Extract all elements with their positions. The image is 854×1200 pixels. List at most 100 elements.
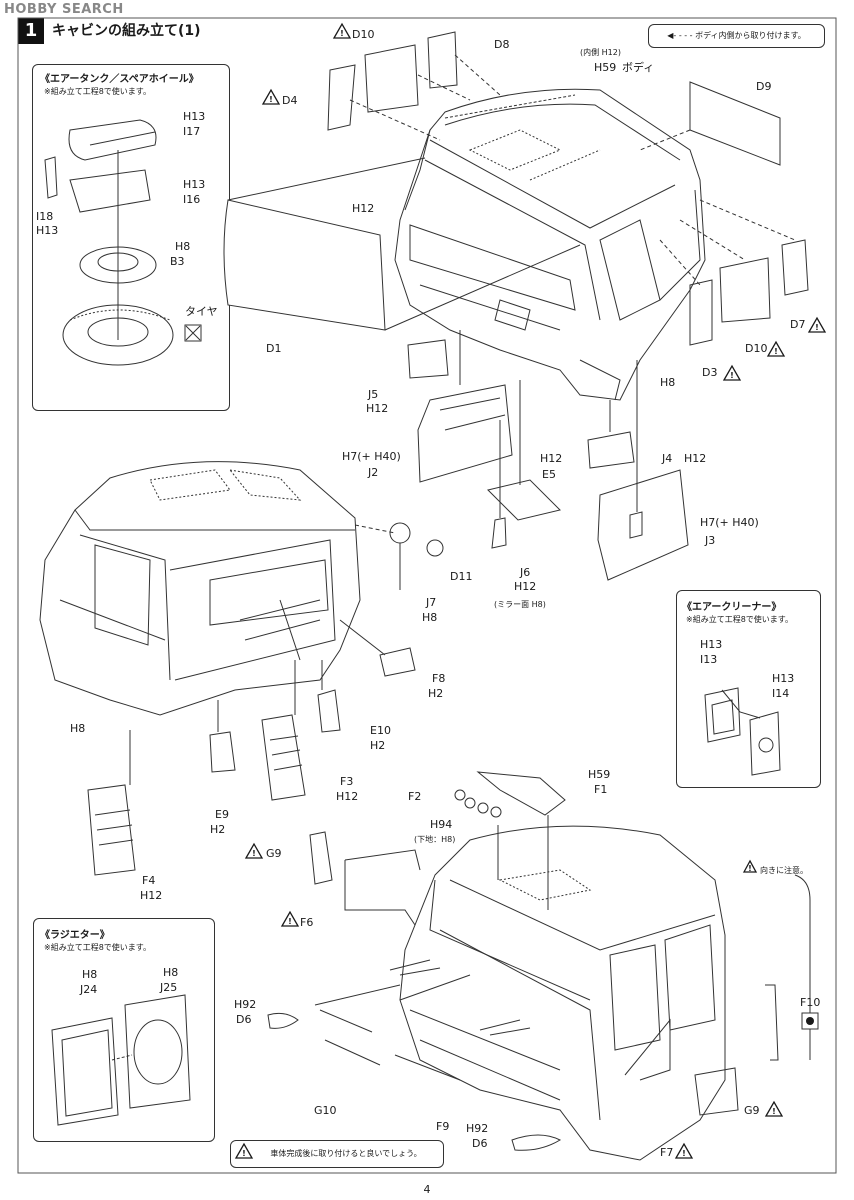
label-j2: J2	[368, 466, 379, 479]
cab-body-middle	[39, 461, 361, 716]
inset-air-tank-note: ※組み立て工程8で使います。	[44, 87, 151, 96]
label-h92-a: H92	[234, 998, 257, 1011]
label-h8-rad-a: H8	[82, 968, 98, 981]
legend-inside-mount: ◀- - - - ボディ内側から取り付けます。	[648, 24, 825, 48]
watermark-logo: HOBBY SEARCH	[4, 2, 124, 17]
svg-text:!: !	[774, 347, 778, 356]
svg-text:!: !	[252, 849, 256, 858]
radiator-drawing	[51, 994, 191, 1126]
label-j7: J7	[426, 596, 437, 609]
label-h12-f: H12	[336, 790, 359, 803]
label-h94: H94	[430, 818, 453, 831]
label-e5: E5	[542, 468, 556, 481]
label-j3: J3	[705, 534, 716, 547]
label-h8-c: H8	[70, 722, 86, 735]
label-h2-c: H2	[210, 823, 226, 836]
svg-text:!: !	[748, 864, 752, 873]
air-tank-drawing	[44, 119, 202, 366]
svg-text:!: !	[269, 95, 273, 104]
bottom-note: 車体完成後に取り付けると良いでしょう。	[230, 1140, 444, 1168]
svg-text:!: !	[730, 371, 734, 380]
label-f2: F2	[408, 790, 422, 803]
label-d3: D3	[702, 366, 718, 379]
label-undercoat: (下地：H8)	[414, 835, 456, 844]
label-h2-a: H2	[428, 687, 444, 700]
label-d11: D11	[450, 570, 473, 583]
label-b3: B3	[170, 255, 185, 268]
inset-radiator-note: ※組み立て工程8で使います。	[44, 943, 151, 952]
label-h13-a: H13	[183, 110, 206, 123]
label-h8-a: H8	[660, 376, 676, 389]
label-h8-b: H8	[422, 611, 438, 624]
svg-text:!: !	[288, 917, 292, 926]
label-d1: D1	[266, 342, 282, 355]
label-h12-c: H12	[540, 452, 563, 465]
label-j25: J25	[160, 981, 178, 994]
label-d6-a: D6	[236, 1013, 252, 1026]
label-h13-ac-a: H13	[700, 638, 723, 651]
bottom-note-text: 車体完成後に取り付けると良いでしょう。	[270, 1149, 422, 1158]
label-f8: F8	[432, 672, 446, 685]
label-h13-c: H13	[36, 224, 59, 237]
label-e10: E10	[370, 724, 391, 737]
label-d6-b: D6	[472, 1137, 488, 1150]
label-d7: D7	[790, 318, 806, 331]
label-i14: I14	[772, 687, 790, 700]
cab-body-bottom	[399, 825, 726, 1161]
label-j4: J4	[662, 452, 673, 465]
svg-text:!: !	[242, 1149, 246, 1158]
label-j5: J5	[368, 388, 379, 401]
svg-text:!: !	[682, 1149, 686, 1158]
label-g9-b: G9	[744, 1104, 760, 1117]
air-cleaner-drawing	[704, 687, 781, 776]
svg-text:!: !	[340, 29, 344, 38]
label-d8: D8	[494, 38, 510, 51]
step-title: キャビンの組み立て(1)	[52, 23, 201, 39]
label-j6: J6	[520, 566, 531, 579]
label-g9-a: G9	[266, 847, 282, 860]
label-d4: D4	[282, 94, 298, 107]
label-body: ボディ	[622, 61, 655, 74]
label-h12-g: H12	[140, 889, 163, 902]
label-h13-ac-b: H13	[772, 672, 795, 685]
label-j24: J24	[80, 983, 98, 996]
label-h7-h40-a: H7(+ H40)	[342, 450, 401, 463]
inset-air-cleaner-note: ※組み立て工程8で使います。	[686, 615, 793, 624]
label-mirror-note: (ミラー面 H8)	[494, 600, 546, 609]
label-h13-b: H13	[183, 178, 206, 191]
label-h2-b: H2	[370, 739, 386, 752]
label-h7-h40-b: H7(+ H40)	[700, 516, 759, 529]
page-number: 4	[423, 1183, 431, 1196]
label-d10-right: D10	[745, 342, 768, 355]
label-i17: I17	[183, 125, 201, 138]
svg-text:!: !	[815, 323, 819, 332]
label-f4: F4	[142, 874, 156, 887]
label-i13: I13	[700, 653, 718, 666]
label-d9: D9	[756, 80, 772, 93]
label-f9: F9	[436, 1120, 450, 1133]
label-f7: F7	[660, 1146, 674, 1159]
inset-air-tank-title: 《エアータンク／スペアホイール》	[40, 74, 199, 85]
label-h8-b3: H8	[175, 240, 191, 253]
step-number-badge: 1	[18, 18, 44, 44]
label-i18: I18	[36, 210, 54, 223]
label-h8-rad-b: H8	[163, 966, 179, 979]
label-e9: E9	[215, 808, 229, 821]
label-h12-e: H12	[514, 580, 537, 593]
label-f6: F6	[300, 916, 314, 929]
label-h12-d: H12	[684, 452, 707, 465]
warning-icons	[234, 22, 827, 1159]
inset-air-cleaner	[676, 590, 821, 788]
svg-text:!: !	[772, 1107, 776, 1116]
label-i16: I16	[183, 193, 201, 206]
label-direction-note: 向きに注意。	[760, 866, 808, 875]
label-inner-h12: (内側 H12)	[580, 48, 621, 57]
label-tire: タイヤ	[185, 305, 218, 318]
label-h59-b: H59	[588, 768, 611, 781]
cab-body-top	[394, 88, 706, 401]
label-f3: F3	[340, 775, 354, 788]
label-d10-top: D10	[352, 28, 375, 41]
label-g10: G10	[314, 1104, 337, 1117]
label-f10: F10	[800, 996, 821, 1009]
